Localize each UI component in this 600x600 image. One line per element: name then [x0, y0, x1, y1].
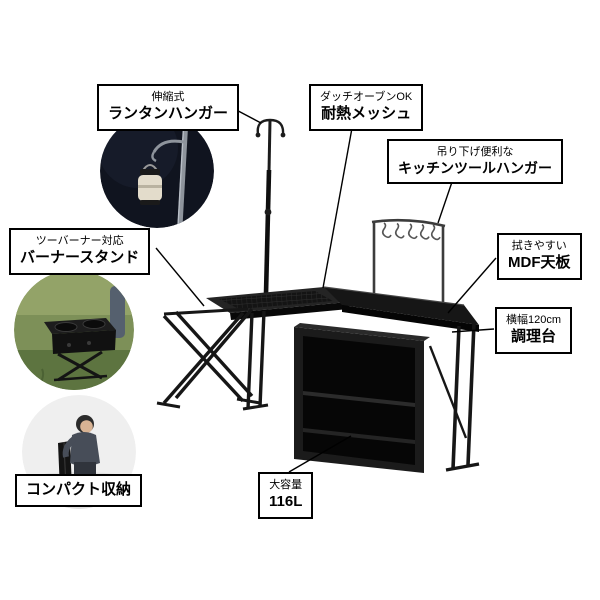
callout-heat-mesh-line2: 耐熱メッシュ: [321, 105, 412, 123]
leader-capacity: [288, 435, 352, 473]
leader-mesh: [322, 127, 353, 289]
callout-compact-storage: コンパクト収納: [15, 474, 143, 507]
callout-lantern-hanger: 伸縮式 ランタンハンガー: [97, 84, 240, 131]
table-legs-left: [242, 310, 269, 411]
callout-mdf-top: 拭きやすい MDF天板: [497, 233, 582, 280]
s-hooks: [381, 222, 441, 241]
callout-compact-storage-label: コンパクト収納: [26, 481, 132, 498]
callout-heat-mesh-line1: ダッチオーブンOK: [320, 91, 413, 103]
callout-lantern-hanger-line1: 伸縮式: [151, 91, 185, 103]
burner-stand-frame: [156, 307, 261, 409]
callout-capacity-line1: 大容量: [269, 479, 303, 491]
leader-burner: [155, 247, 205, 307]
leader-mdf: [447, 257, 497, 314]
callout-tool-hanger-line1: 吊り下げ便利な: [436, 146, 514, 158]
callout-tool-hanger: 吊り下げ便利な キッチンツールハンガー: [387, 139, 563, 185]
tool-hanger-rack: [371, 218, 446, 304]
cabinet-shelf-top: [303, 391, 415, 407]
lantern-photo: [100, 114, 214, 228]
callout-capacity-line2: 116L: [269, 493, 303, 511]
cabinet-shelf-bottom: [303, 428, 415, 444]
callout-capacity: 大容量 116L: [258, 472, 314, 519]
callout-cook-table-line1: 横幅120cm: [506, 314, 562, 326]
callout-lantern-hanger-line2: ランタンハンガー: [108, 105, 229, 123]
callout-heat-mesh: ダッチオーブンOK 耐熱メッシュ: [309, 84, 424, 131]
callout-burner-stand-line2: バーナースタンド: [20, 249, 140, 267]
callout-tool-hanger-line2: キッチンツールハンガー: [398, 160, 552, 177]
callout-cook-table-line2: 調理台: [511, 328, 557, 346]
burner-stand-photo: [14, 270, 134, 390]
callout-burner-stand: ツーバーナー対応 バーナースタンド: [9, 228, 151, 275]
mesh-tabletop: [206, 287, 349, 320]
leader-lines: [155, 103, 497, 473]
callout-burner-stand-line1: ツーバーナー対応: [35, 235, 124, 247]
leader-cook-table: [451, 328, 495, 333]
callout-mdf-top-line2: MDF天板: [508, 254, 571, 272]
frame-legs-right: [428, 322, 480, 472]
callout-cook-table: 横幅120cm 調理台: [495, 307, 573, 354]
storage-cabinet: [294, 323, 430, 473]
leader-tool-hanger: [437, 181, 453, 224]
lantern-pole: [255, 118, 286, 295]
mdf-tabletop: [323, 286, 479, 332]
callout-mdf-top-line1: 拭きやすい: [511, 240, 567, 252]
